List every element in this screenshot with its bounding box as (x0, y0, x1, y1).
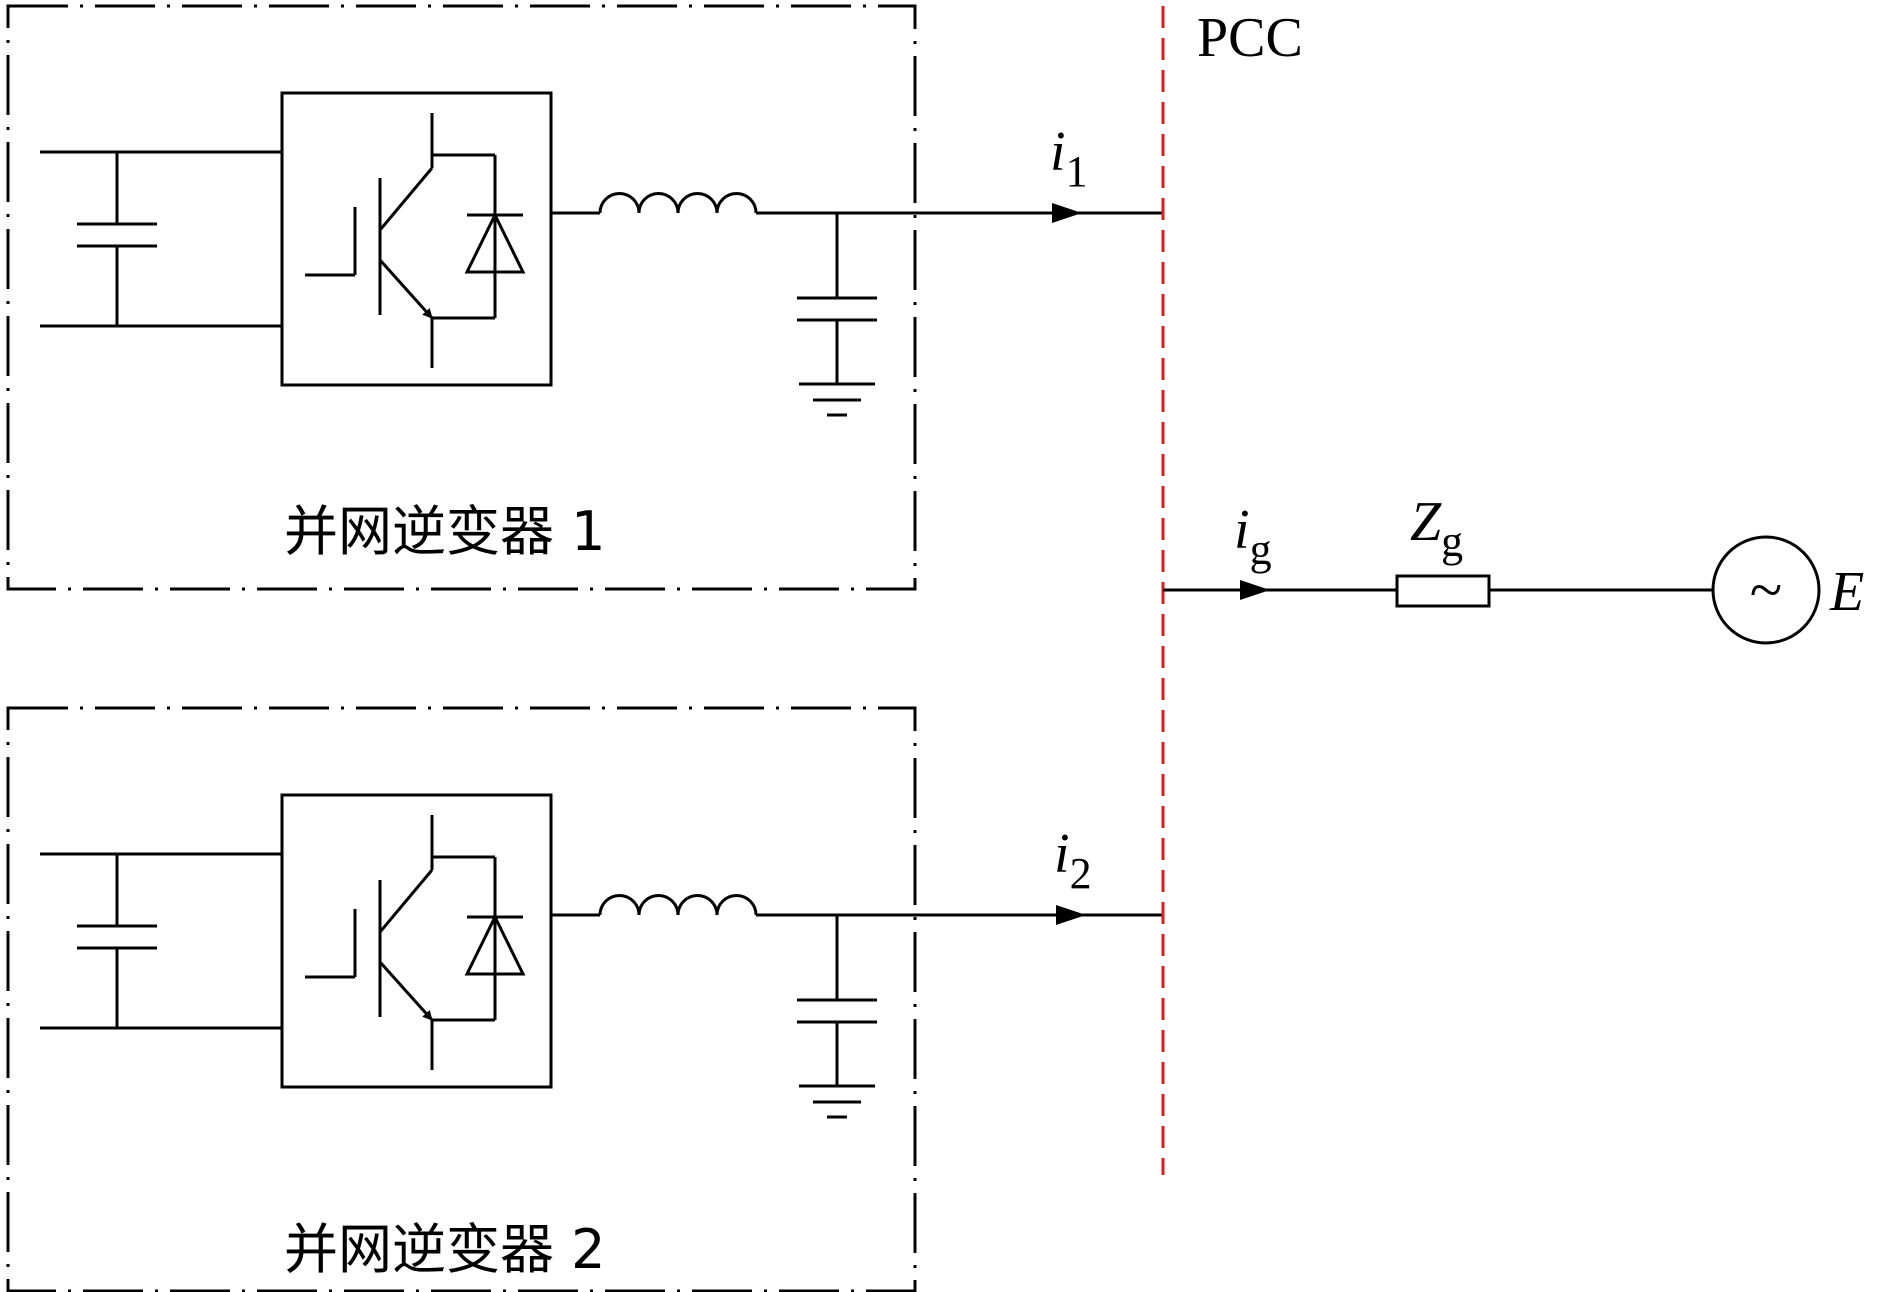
current-arrow-i1 (1052, 203, 1082, 223)
current-label-i1: i1 (1050, 121, 1088, 196)
impedance-label-zg: Zg (1410, 491, 1463, 566)
inverter-2-label: 并网逆变器 2 (284, 1218, 606, 1281)
current-arrow-i2 (1056, 905, 1086, 925)
ac-source (1711, 535, 1821, 645)
current-label-ig: ig (1234, 499, 1272, 574)
current-arrow-ig (1240, 580, 1270, 600)
grid-branch (1163, 535, 1821, 645)
inverter-2 (8, 708, 1163, 1291)
inverter-1-label: 并网逆变器 1 (284, 500, 606, 563)
grid-impedance (1395, 574, 1491, 608)
current-label-i2: i2 (1054, 823, 1092, 898)
pcc-label: PCC (1197, 7, 1303, 69)
source-label-e: E (1829, 561, 1864, 623)
ac-source-symbol: ~ (1750, 557, 1782, 623)
